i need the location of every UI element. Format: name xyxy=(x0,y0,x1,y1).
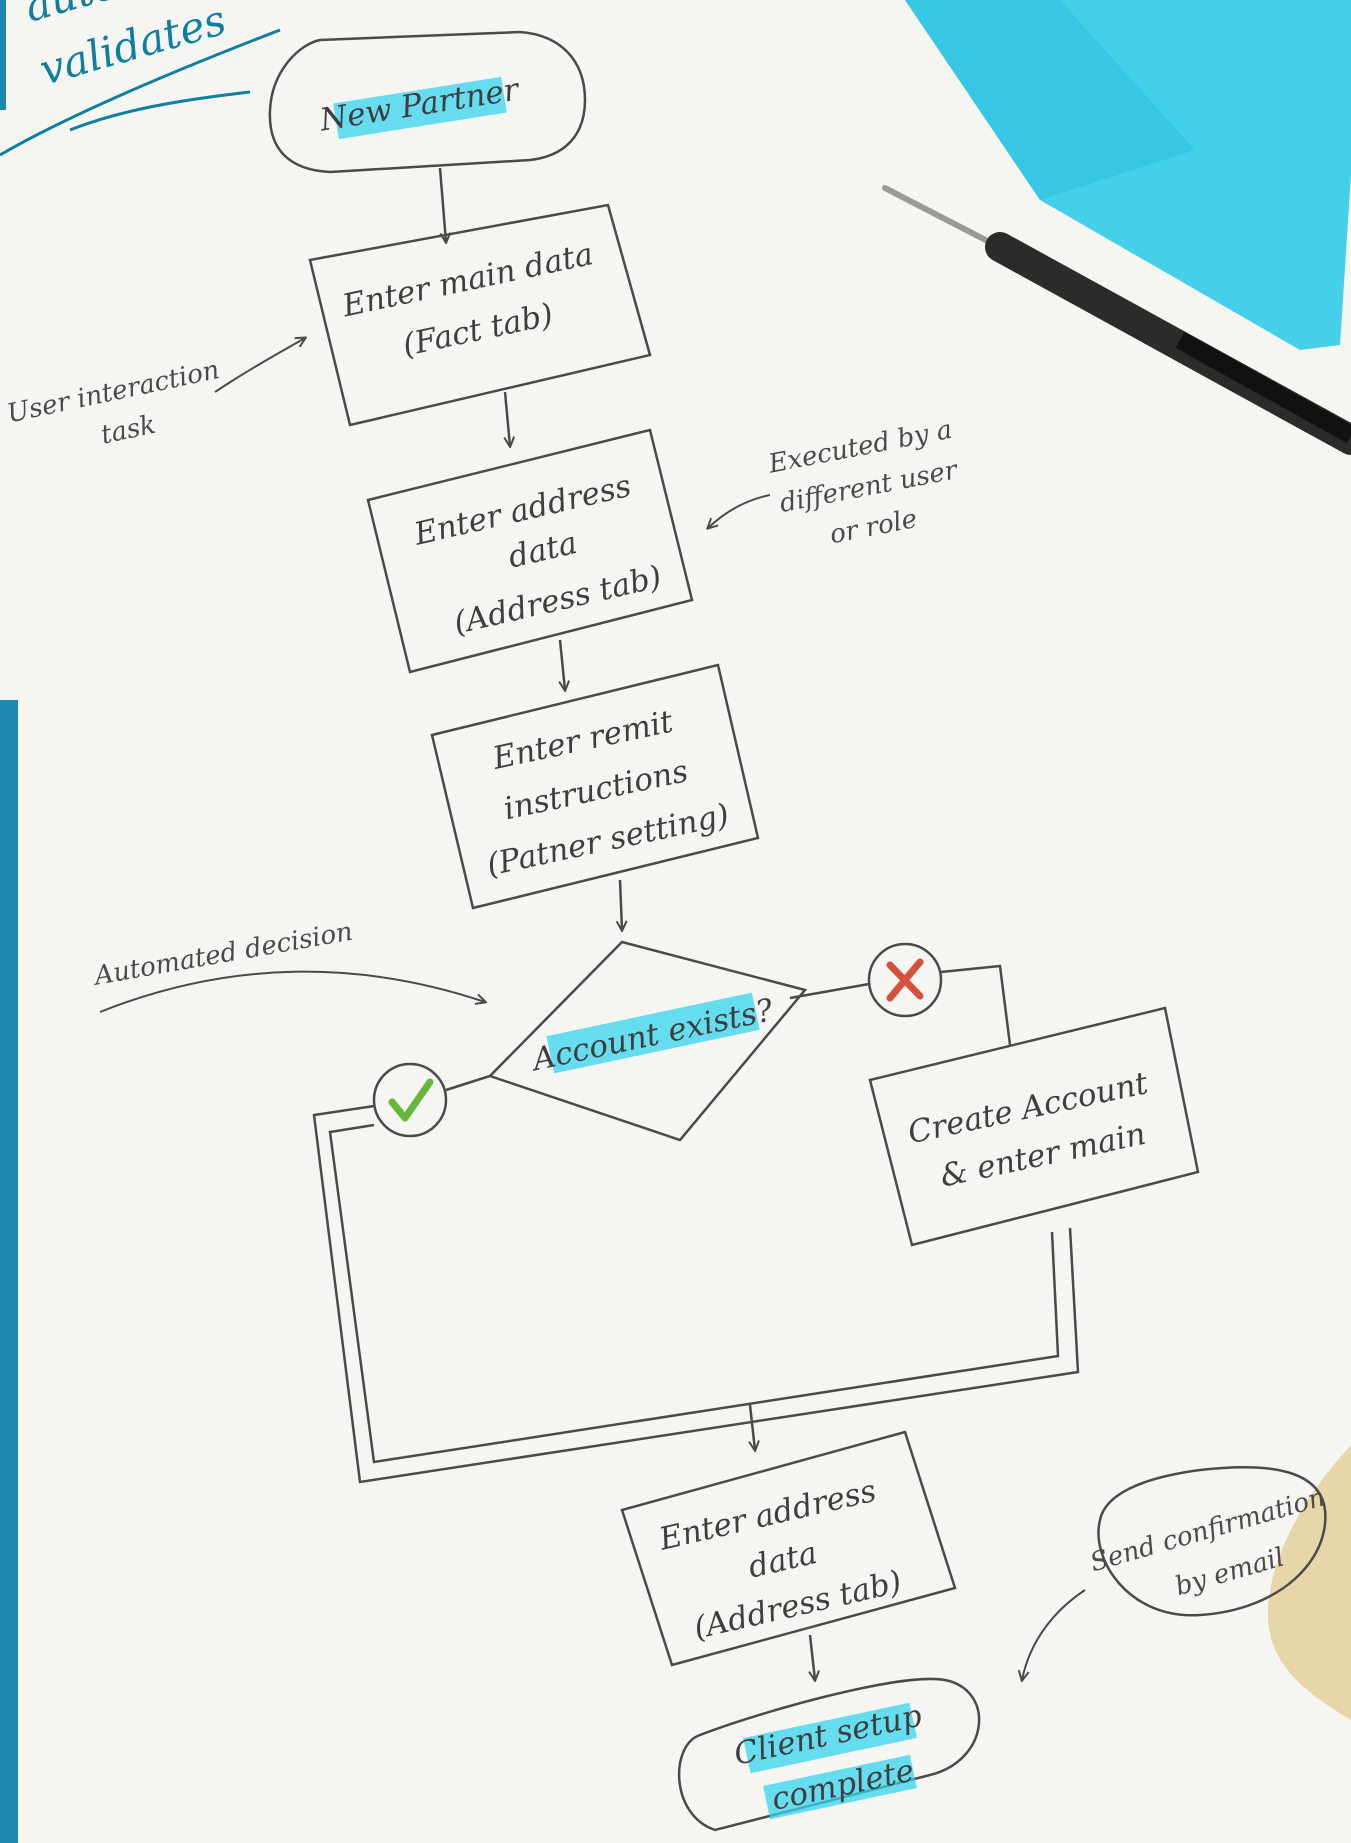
notebook-edge-top xyxy=(0,0,6,110)
start-highlight xyxy=(333,76,507,140)
no-path xyxy=(940,964,1012,1046)
glue-stick xyxy=(1267,1445,1351,1720)
address-node-1[interactable] xyxy=(366,428,694,674)
end-node[interactable] xyxy=(677,1677,981,1832)
notebook-spiral xyxy=(0,700,18,1843)
arrow-start-to-main xyxy=(438,167,446,242)
different-user-arrow xyxy=(708,494,771,528)
check-icon xyxy=(372,1062,448,1138)
arrow-main-to-address xyxy=(505,391,510,446)
automated-decision-arrow xyxy=(99,970,485,1013)
top-note-underline xyxy=(0,28,281,157)
arrow-loop-to-address xyxy=(750,1404,755,1450)
highlighter-pen xyxy=(905,0,1351,350)
end-highlight-2 xyxy=(763,1754,917,1820)
user-task-arrow xyxy=(214,338,305,393)
end-highlight-1 xyxy=(743,1702,917,1774)
main-data-node[interactable] xyxy=(308,203,652,427)
yes-loop-inner xyxy=(328,1123,1060,1464)
email-arrow xyxy=(1022,1589,1086,1680)
decision-highlight xyxy=(546,992,760,1074)
create-account-node[interactable] xyxy=(868,1006,1200,1247)
start-node[interactable] xyxy=(268,30,587,174)
email-bubble[interactable] xyxy=(1097,1465,1327,1617)
arrow-address-to-end xyxy=(810,1634,815,1680)
remit-node[interactable] xyxy=(430,663,760,910)
mechanical-pencil xyxy=(882,185,1351,455)
decision-to-check xyxy=(445,1074,491,1092)
decision-to-cross xyxy=(789,982,870,1000)
arrow-address-to-remit xyxy=(560,639,565,690)
address-node-2[interactable] xyxy=(620,1430,957,1667)
cross-icon xyxy=(867,942,943,1018)
yes-loop-outer xyxy=(312,1104,1080,1484)
arrow-remit-to-decision xyxy=(620,879,622,930)
decision-node[interactable] xyxy=(487,940,808,1142)
